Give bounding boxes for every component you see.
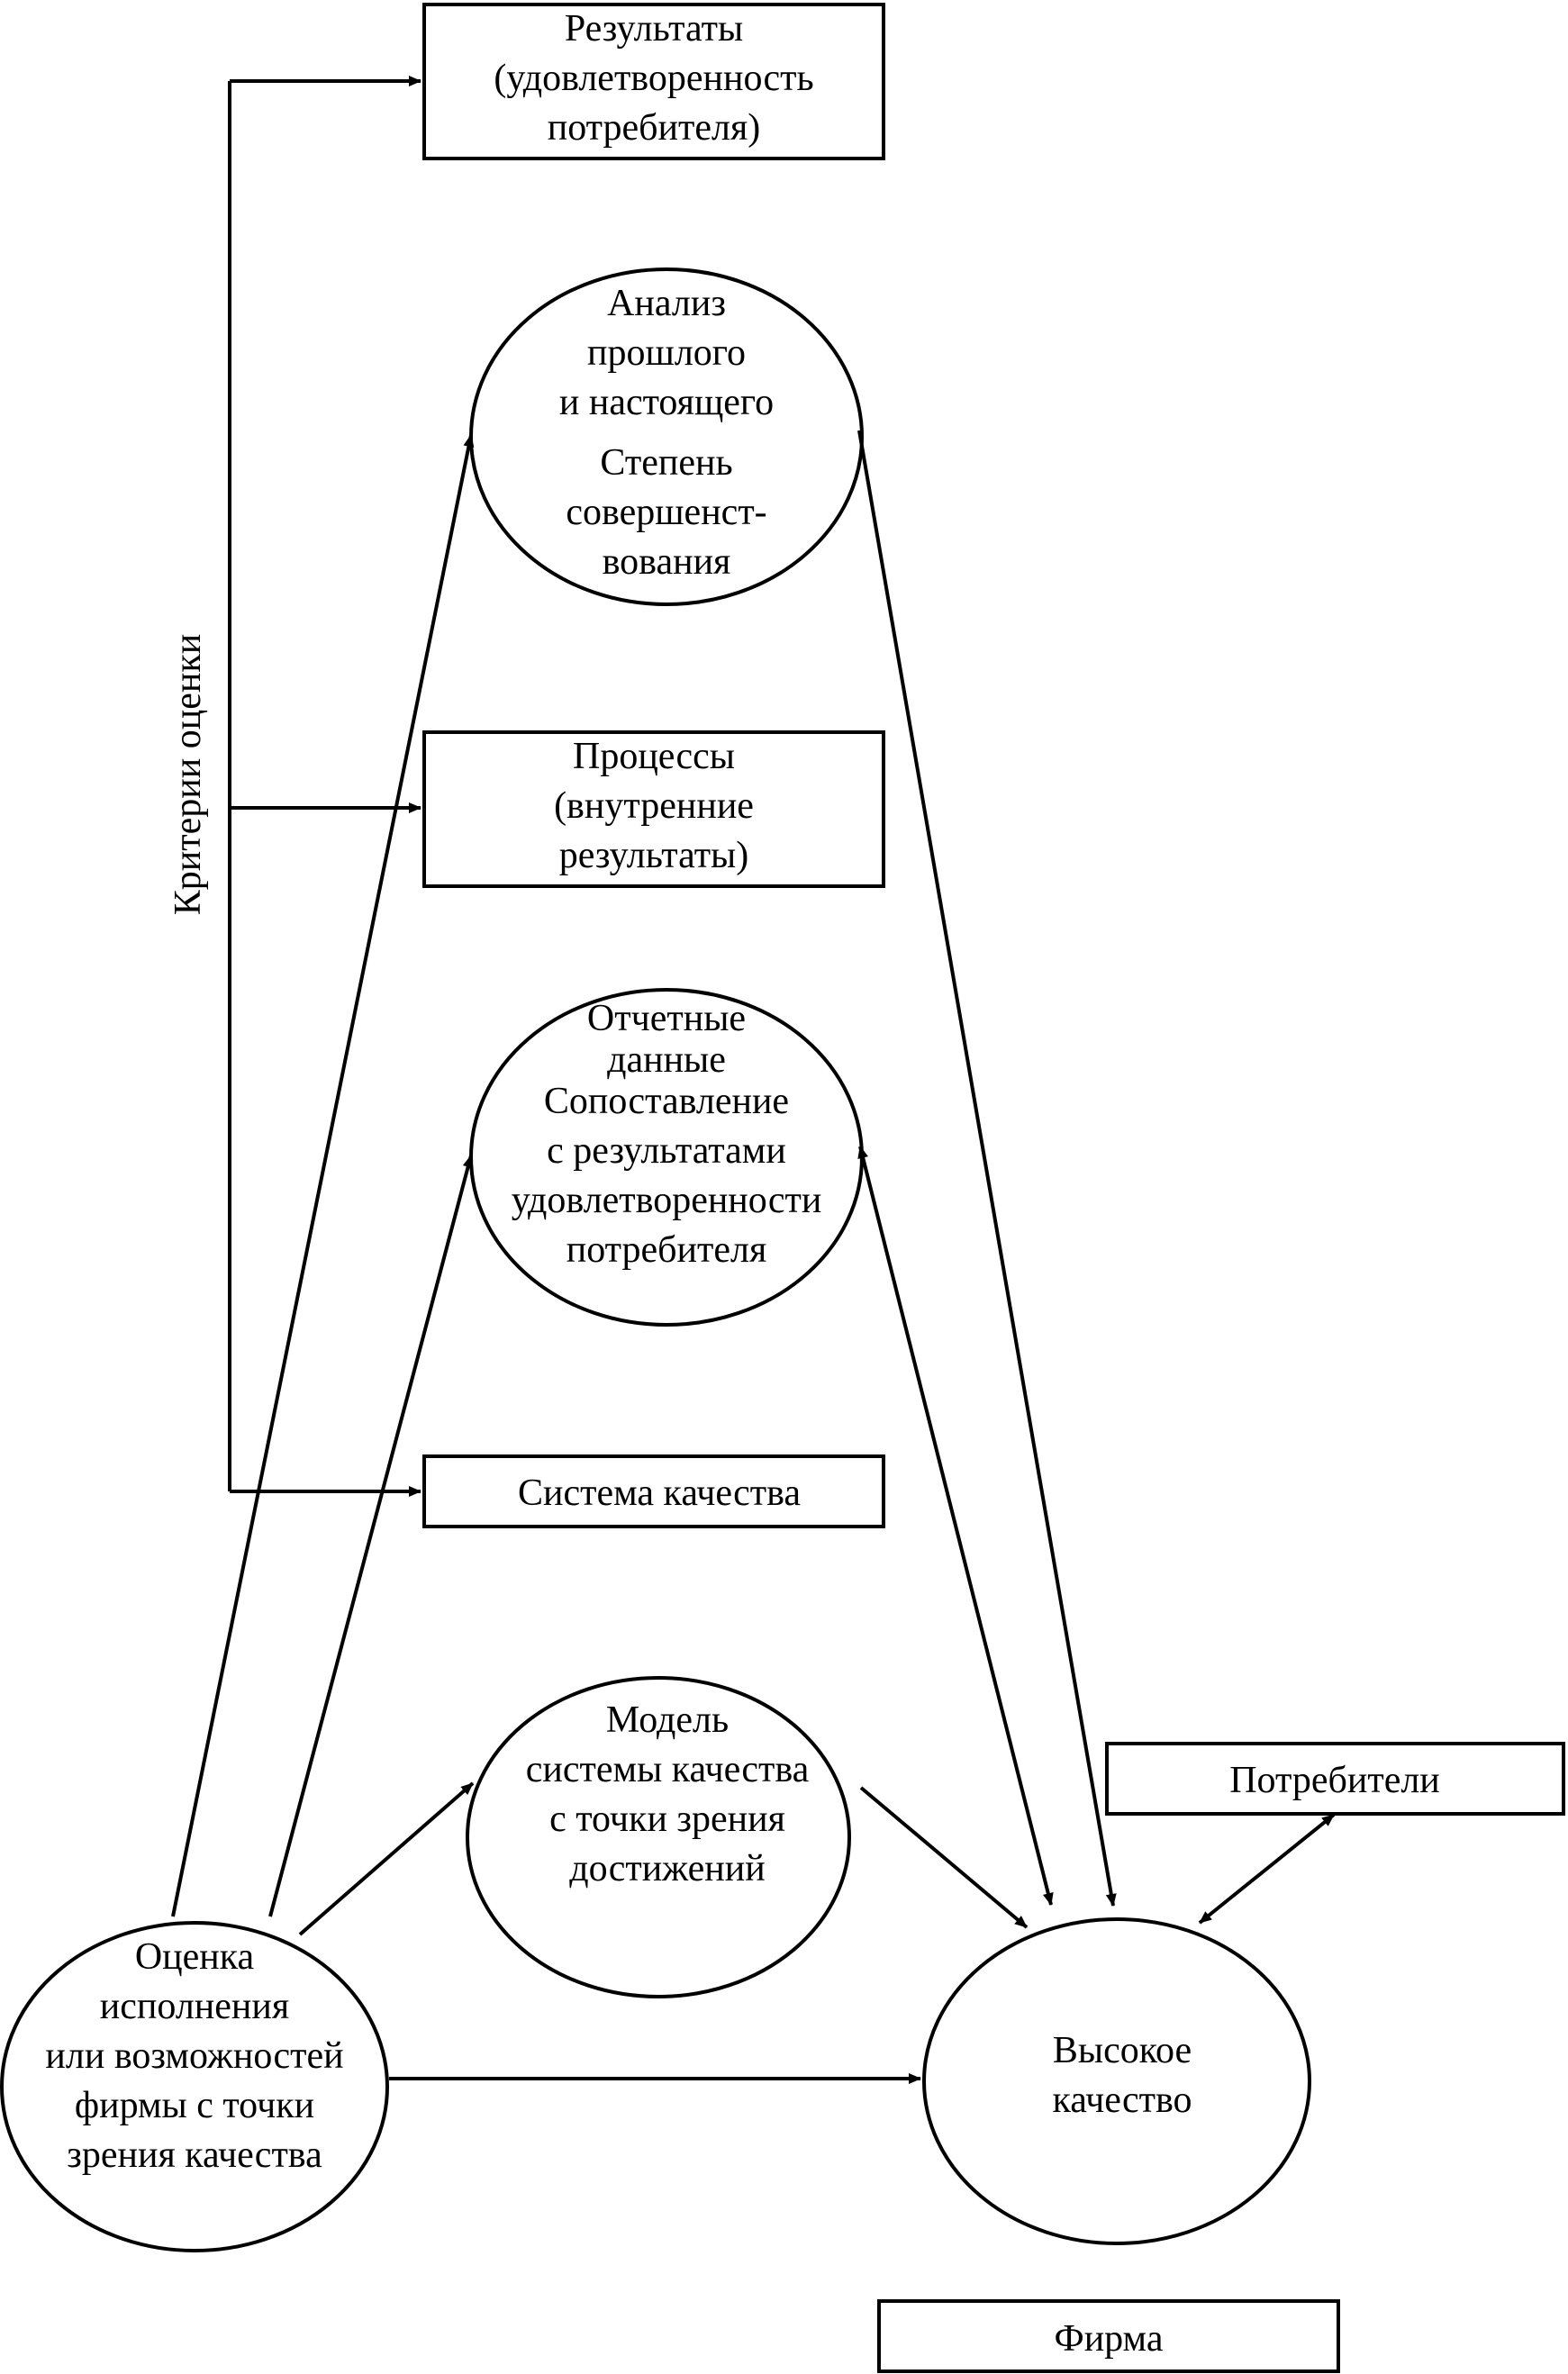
processes-line-3: результаты) xyxy=(559,835,749,876)
assessment-line-5: зрения качества xyxy=(67,2134,322,2176)
assessment-line-4: фирмы с точки xyxy=(75,2085,314,2126)
quality-system-label: Система качества xyxy=(518,1472,801,1514)
processes-line-2: (внутренние xyxy=(554,785,754,827)
processes-text: Процессы (внутренние результаты) xyxy=(554,736,754,876)
processes-line-1: Процессы xyxy=(573,736,735,777)
results-line-3: потребителя) xyxy=(548,107,761,149)
results-line-2: (удовлетворенность xyxy=(494,58,813,99)
analysis-line-1: Анализ xyxy=(607,283,726,324)
processes-box xyxy=(422,730,885,888)
criteria-label: Критерии оценки xyxy=(168,634,209,915)
assessment-line-2: исполнения xyxy=(100,1986,289,2027)
assessment-ellipse xyxy=(0,1921,389,2252)
analysis-line-4: Степень xyxy=(600,442,732,484)
model-text: Модель системы качества с точки зрения д… xyxy=(526,1699,810,1889)
model-line-4: достижений xyxy=(569,1848,765,1889)
edge-analysis-to-high-quality xyxy=(857,430,1117,1907)
reports-line-5: удовлетворенности xyxy=(512,1180,822,1221)
reports-line-3: Сопоставление xyxy=(544,1081,789,1122)
high-quality-ellipse xyxy=(922,1917,1311,2245)
edge-assessment-to-model xyxy=(298,1781,475,1936)
results-box xyxy=(422,3,885,160)
high-quality-line-2: качество xyxy=(1052,2080,1192,2121)
model-ellipse xyxy=(466,1676,851,1998)
consumers-box xyxy=(1105,1742,1565,1816)
analysis-text: Анализ прошлого и настоящего Степень сов… xyxy=(559,283,774,583)
analysis-line-5: совершенст- xyxy=(566,492,766,533)
reports-line-2: данные xyxy=(607,1039,726,1081)
assessment-text: Оценка исполнения или возможностей фирмы… xyxy=(45,1936,343,2176)
reports-text: Отчетные данные Сопоставление с результа… xyxy=(512,998,822,1271)
high-quality-text: Высокое качество xyxy=(1052,2030,1192,2121)
model-line-1: Модель xyxy=(606,1699,729,1741)
assessment-line-3: или возможностей xyxy=(45,2035,343,2077)
analysis-line-6: вования xyxy=(603,541,731,583)
results-text: Результаты (удовлетворенность потребител… xyxy=(494,8,813,149)
edge-assessment-to-reports xyxy=(268,1155,474,1917)
consumers-label: Потребители xyxy=(1229,1760,1440,1801)
reports-line-4: с результатами xyxy=(547,1130,786,1172)
criteria-bracket xyxy=(228,76,421,1497)
reports-line-6: потребителя xyxy=(566,1229,767,1271)
edge-consumers-high-quality xyxy=(1198,1813,1336,1925)
firm-label: Фирма xyxy=(1055,2318,1164,2360)
analysis-line-2: прошлого xyxy=(587,332,746,374)
results-line-1: Результаты xyxy=(565,8,743,50)
high-quality-line-1: Высокое xyxy=(1053,2030,1192,2071)
model-line-3: с точки зрения xyxy=(549,1799,785,1840)
model-line-2: системы качества xyxy=(526,1749,810,1790)
edge-assessment-to-analysis xyxy=(171,434,475,1917)
firm-box xyxy=(877,2299,1340,2373)
assessment-line-1: Оценка xyxy=(135,1936,255,1978)
reports-line-1: Отчетные xyxy=(587,998,746,1039)
edge-model-to-high-quality xyxy=(859,1786,1029,1929)
analysis-line-3: и настоящего xyxy=(559,382,774,423)
edge-reports-high-quality xyxy=(857,1146,1054,1906)
